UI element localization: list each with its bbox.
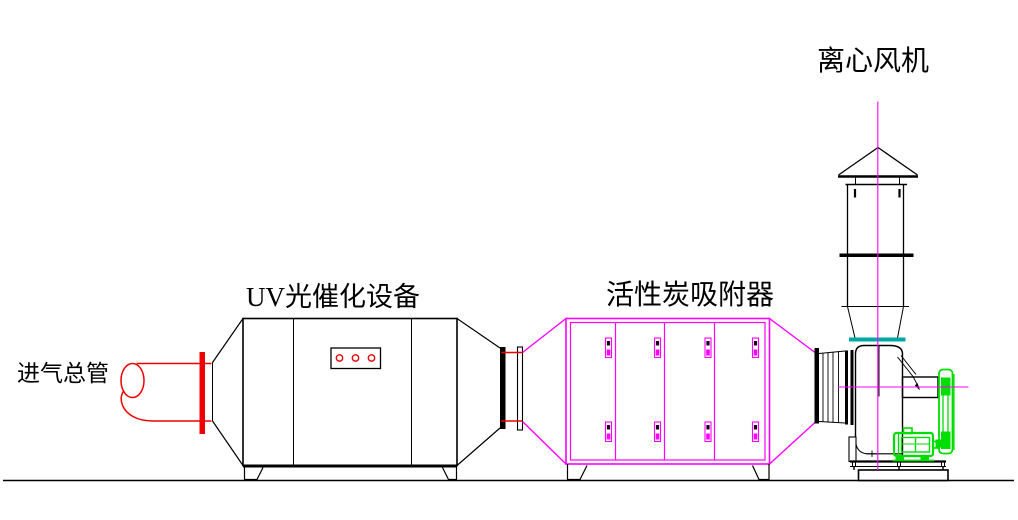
uv-unit-label: UV光催化设备 bbox=[246, 282, 420, 312]
pulley-bottom bbox=[941, 431, 951, 449]
uv-housing bbox=[242, 317, 458, 467]
indicator-light bbox=[351, 354, 360, 362]
uv-outlet-cone-top bbox=[456, 318, 501, 349]
stack-cone-right bbox=[897, 306, 904, 339]
door-handle bbox=[704, 421, 712, 443]
carbon-leg-left bbox=[566, 464, 588, 481]
door-handle bbox=[604, 337, 613, 359]
duct-flange-bar bbox=[500, 347, 506, 429]
stack-flange bbox=[839, 253, 914, 257]
flex-duct-bottom bbox=[818, 421, 846, 424]
door-handle bbox=[604, 421, 613, 443]
intake-pipe bbox=[120, 352, 213, 434]
uv-outlet-cone-bottom bbox=[456, 427, 501, 466]
uv-inlet-cone-bottom bbox=[212, 420, 244, 466]
inlet-pedestal bbox=[848, 436, 857, 463]
door-handle bbox=[751, 421, 760, 443]
motor-foot bbox=[920, 456, 929, 460]
activated-carbon-adsorber bbox=[522, 317, 819, 481]
carbon-adsorber-label: 活性炭吸附器 bbox=[606, 279, 774, 311]
fan-casing-bottom bbox=[854, 440, 903, 455]
door-handle bbox=[704, 337, 712, 359]
door-handle bbox=[751, 337, 760, 359]
pipe-opening bbox=[120, 362, 145, 399]
fan-base-frame bbox=[850, 460, 949, 482]
carbon-outlet-cone-bottom bbox=[769, 421, 816, 465]
stack-cone-left bbox=[847, 306, 856, 339]
indicator-light bbox=[335, 354, 344, 362]
fan-casing bbox=[848, 344, 939, 463]
pipe-bottom-line bbox=[120, 390, 212, 422]
inlet-flange bbox=[199, 352, 205, 434]
uv-leg-left bbox=[243, 466, 264, 481]
door-handle bbox=[653, 337, 662, 359]
fan-motor bbox=[892, 427, 940, 462]
carbon-leg-right bbox=[751, 464, 770, 481]
belt-guard-cover bbox=[938, 368, 954, 455]
carbon-outlet-cone-top bbox=[769, 317, 816, 354]
fan-casing-outline bbox=[854, 344, 904, 462]
base-plate bbox=[857, 469, 949, 482]
carbon-housing-inner bbox=[569, 321, 766, 461]
uv-control-panel bbox=[330, 347, 382, 370]
door-handle bbox=[653, 421, 662, 443]
belt-guard bbox=[935, 368, 955, 455]
interstage-duct bbox=[500, 346, 524, 431]
indicator-light bbox=[367, 354, 376, 362]
carbon-outlet-flange bbox=[814, 348, 819, 424]
shaft-coupling bbox=[935, 439, 941, 448]
duct-sleeve bbox=[516, 346, 524, 431]
carbon-housing-outer bbox=[565, 317, 771, 465]
drive-shaft-line bbox=[897, 356, 914, 377]
carbon-inlet-cone-top bbox=[522, 317, 567, 354]
uv-leg-right bbox=[441, 466, 458, 481]
drive-shaft-line bbox=[900, 355, 917, 375]
uv-inlet-cone-top bbox=[212, 318, 244, 363]
carbon-inlet-cone-bottom bbox=[522, 420, 567, 465]
uv-photocatalytic-unit bbox=[212, 317, 501, 481]
intake-pipe-label: 进气总管 bbox=[17, 361, 109, 386]
centrifugal-fan-label: 离心风机 bbox=[817, 45, 929, 77]
motor-foot bbox=[895, 456, 904, 460]
